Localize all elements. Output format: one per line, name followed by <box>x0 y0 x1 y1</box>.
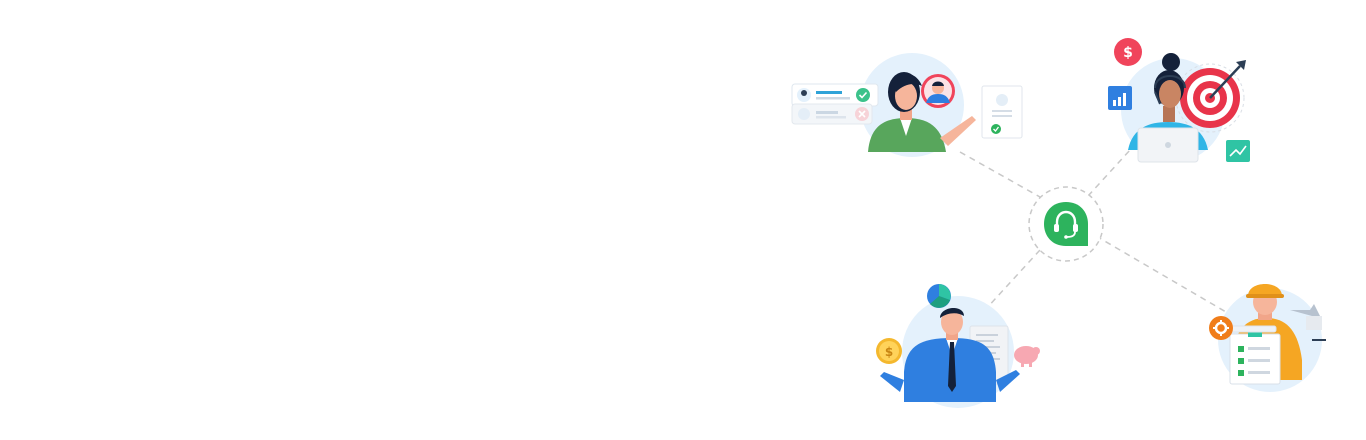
headset-icon <box>1044 202 1088 246</box>
document-approved-icon <box>981 85 1023 139</box>
piggy-bank-icon <box>1014 346 1040 367</box>
candidate-card-icon <box>791 83 879 125</box>
coin-icon: $ <box>876 338 902 364</box>
dollar-badge-icon: $ <box>1114 38 1142 66</box>
wrench-icon <box>1290 304 1326 341</box>
field-worker-illustration <box>1209 284 1326 392</box>
trend-chart-icon <box>1226 140 1250 162</box>
finance-illustration: $ <box>876 284 1040 408</box>
check-icon <box>856 88 870 102</box>
checklist-icon <box>1229 332 1281 385</box>
avatar-icon <box>921 74 955 108</box>
target-icon <box>1175 60 1246 133</box>
marketer-illustration: $ <box>1108 38 1250 163</box>
connector-lines <box>959 149 1227 313</box>
svg-text:$: $ <box>1123 45 1133 61</box>
svg-text:$: $ <box>885 345 893 359</box>
recruiter-illustration <box>791 53 1023 157</box>
bar-chart-icon <box>1108 86 1132 110</box>
hard-hat-icon <box>1246 284 1284 298</box>
gear-icon <box>1209 316 1233 340</box>
pie-chart-icon <box>927 284 951 308</box>
center-hub <box>1028 186 1104 262</box>
laptop-icon <box>1137 127 1199 163</box>
